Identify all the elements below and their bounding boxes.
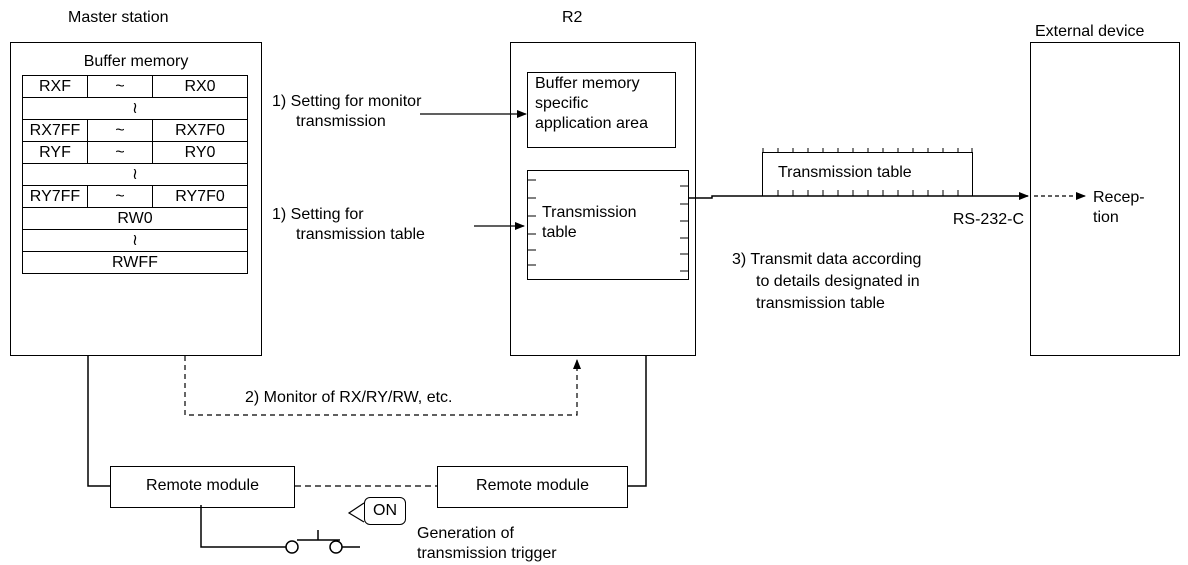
table-row: RW0 bbox=[22, 207, 248, 230]
external-device-box bbox=[1030, 42, 1180, 356]
r2-title: R2 bbox=[562, 9, 583, 26]
transmit-line-3: transmission table bbox=[756, 295, 885, 312]
r2-specific-area-box bbox=[527, 72, 676, 148]
r2-specific-line-3: application area bbox=[535, 115, 648, 132]
r2-table-line-2: table bbox=[542, 224, 577, 241]
switch-contact-right bbox=[329, 540, 343, 554]
setting-monitor-line-2: transmission bbox=[296, 113, 386, 130]
monitor-label: 2) Monitor of RX/RY/RW, etc. bbox=[245, 389, 453, 406]
table-row: RXF~RX0 bbox=[22, 75, 248, 98]
transmission-table-box bbox=[762, 152, 973, 196]
r2-specific-line-1: Buffer memory bbox=[535, 75, 640, 92]
table-row: ≀ bbox=[22, 163, 248, 186]
remote-module-left-label: Remote module bbox=[146, 477, 259, 494]
master-station-box bbox=[10, 42, 262, 356]
transmit-line-2: to details designated in bbox=[756, 273, 920, 290]
switch-contact-left bbox=[285, 540, 299, 554]
setting-table-line-2: transmission table bbox=[296, 226, 425, 243]
switch-circuit bbox=[200, 505, 286, 548]
transmit-line-1: 3) Transmit data according bbox=[732, 251, 922, 268]
setting-monitor-line-1: 1) Setting for monitor bbox=[272, 93, 422, 110]
arrow-transmit bbox=[688, 192, 1029, 200]
table-row: RYF~RY0 bbox=[22, 141, 248, 164]
transmission-table-ticks bbox=[762, 148, 973, 196]
arrow-monitor bbox=[184, 356, 581, 416]
switch-lever bbox=[297, 530, 340, 541]
line-master-remote bbox=[87, 356, 110, 487]
external-device-title: External device bbox=[1035, 23, 1145, 40]
r2-box bbox=[510, 42, 696, 356]
rs232c-label: RS-232-C bbox=[952, 211, 1024, 228]
remote-module-right-label: Remote module bbox=[476, 477, 589, 494]
reception-line-2: tion bbox=[1093, 209, 1119, 226]
on-callout-box bbox=[364, 497, 406, 525]
buffer-memory-label: Buffer memory bbox=[83, 53, 189, 70]
r2-table-ticks bbox=[528, 179, 688, 272]
table-row: ≀ bbox=[22, 229, 248, 252]
r2-table-line-1: Transmission bbox=[542, 204, 637, 221]
reception-line-1: Recep- bbox=[1093, 189, 1145, 206]
table-row: RWFF bbox=[22, 251, 248, 274]
trigger-line-2: transmission trigger bbox=[417, 545, 557, 562]
table-row: RX7FF~RX7F0 bbox=[22, 119, 248, 142]
line-r2-remote bbox=[628, 356, 647, 487]
transmission-table-label: Transmission table bbox=[778, 164, 912, 181]
r2-transmission-table-box bbox=[527, 170, 689, 280]
table-row: ≀ bbox=[22, 97, 248, 120]
setting-table-line-1: 1) Setting for bbox=[272, 206, 364, 223]
buffer-memory-table: RXF~RX0 ≀ RX7FF~RX7F0 RYF~RY0 ≀ RY7FF~RY… bbox=[22, 75, 248, 274]
remote-module-right bbox=[437, 466, 628, 508]
remote-module-left bbox=[110, 466, 295, 508]
on-label: ON bbox=[373, 502, 397, 519]
r2-specific-line-2: specific bbox=[535, 95, 589, 112]
table-row: RY7FF~RY7F0 bbox=[22, 185, 248, 208]
master-station-title: Master station bbox=[68, 9, 169, 26]
trigger-line-1: Generation of bbox=[417, 525, 514, 542]
